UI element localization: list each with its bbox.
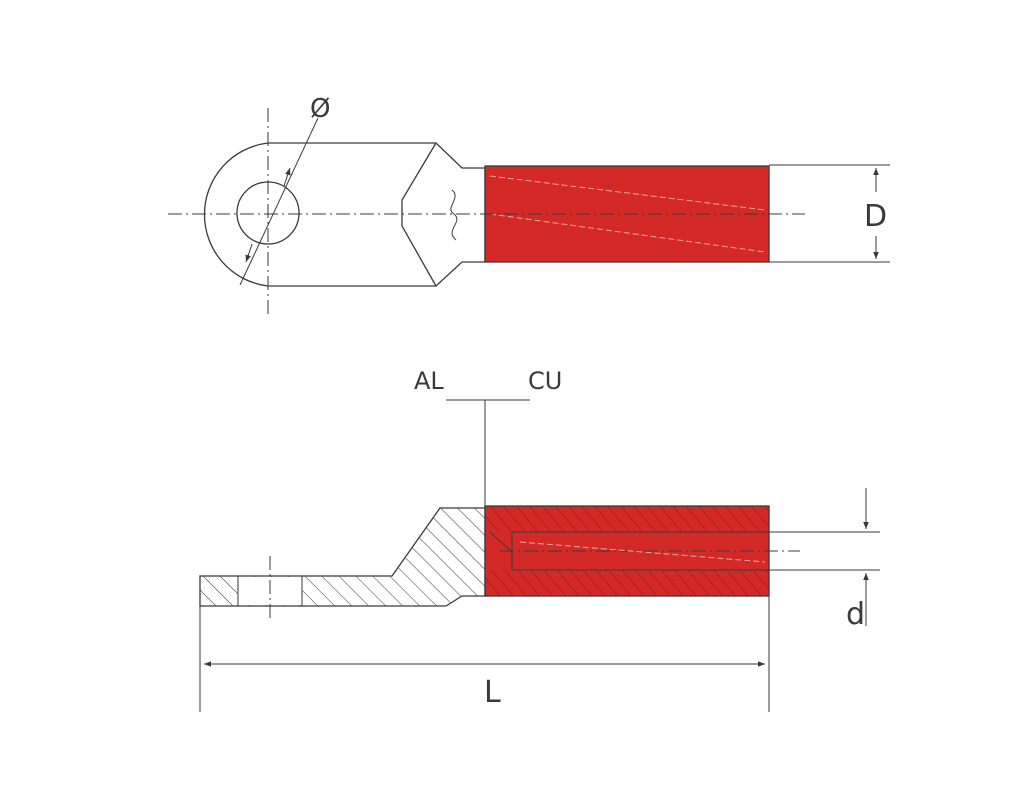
cu-label: CU — [528, 367, 562, 395]
diameter-leader-tick-2 — [245, 243, 253, 263]
side-view: AL CU d L — [199, 367, 880, 712]
diameter-symbol: Ø — [310, 94, 330, 124]
width-label: D — [864, 199, 887, 234]
bore-label: d — [846, 597, 865, 632]
top-view-barrel-highlight-2 — [489, 213, 766, 253]
top-view-break-line — [450, 189, 458, 241]
side-view-bore-highlight — [519, 541, 766, 563]
diameter-leader-tick — [283, 167, 291, 187]
side-view-bore-end — [489, 531, 513, 553]
side-view-copper-hatch-top — [485, 506, 769, 532]
top-view-palm-outline — [203, 142, 486, 287]
length-label: L — [484, 675, 501, 710]
diameter-leader — [239, 117, 319, 286]
top-view: Ø D — [168, 94, 890, 318]
top-view-barrel-highlight — [489, 175, 766, 211]
side-view-copper-hatch-bottom — [485, 570, 769, 596]
al-label: AL — [414, 367, 444, 395]
top-view-notch — [401, 142, 437, 287]
